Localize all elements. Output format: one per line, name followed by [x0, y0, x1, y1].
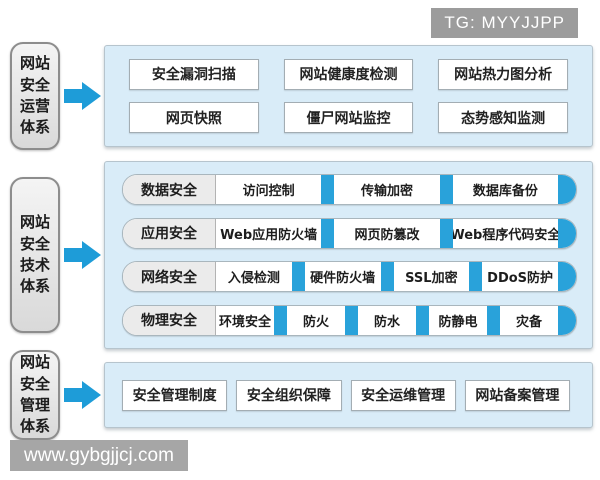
feature-button: 网站备案管理 [464, 379, 570, 411]
label-line: 安全 [19, 374, 50, 393]
label-line: 安全 [19, 234, 50, 253]
panel-management: 安全管理制度 安全组织保障 安全运维管理 网站备案管理 [104, 362, 593, 428]
arrow-shaft [63, 248, 82, 262]
pill-divider [321, 218, 335, 248]
pill-category: 网络安全 [123, 262, 216, 292]
pill-divider [345, 305, 358, 335]
button-row: 安全管理制度 安全组织保障 安全运维管理 网站备案管理 [105, 379, 592, 411]
watermark-top-right: TG: MYYJJPP [431, 8, 578, 38]
button-row: 安全漏洞扫描 网站健康度检测 网站热力图分析 [105, 58, 592, 90]
label-line: 网站 [19, 54, 50, 73]
arrow-head [81, 241, 101, 269]
pill-item: 访问控制 [242, 184, 295, 200]
pill-item: 防水 [373, 314, 400, 330]
label-line: 技术 [19, 256, 50, 274]
pill-divider [291, 262, 305, 292]
section-operations: 网站 安全 运营 体系 安全漏洞扫描 网站健康度检测 网站热力图分析 网页快照 … [0, 42, 600, 150]
arrow-icon [60, 42, 104, 150]
pill-divider [380, 262, 394, 292]
pill-item: 入侵检测 [227, 271, 280, 287]
label-line: 体系 [19, 118, 50, 137]
pill-item: 传输加密 [360, 184, 413, 200]
pill-item: 网页防篡改 [354, 227, 420, 243]
arrow-shaft [63, 388, 82, 402]
pill-category: 物理安全 [123, 305, 216, 335]
pill-item: 防静电 [438, 314, 478, 330]
pill-network-security: 网络安全 入侵检测 硬件防火墙 SSL加密 DDoS防护 [122, 261, 577, 293]
feature-button: 态势感知监测 [438, 102, 569, 134]
feature-button: 僵尸网站监控 [283, 102, 414, 134]
pill-divider [487, 305, 500, 335]
feature-button: 安全漏洞扫描 [129, 58, 259, 90]
pill-divider [274, 305, 287, 335]
watermark-bottom-left: www.gybgjjcj.com [10, 440, 188, 471]
panel-operations: 安全漏洞扫描 网站健康度检测 网站热力图分析 网页快照 僵尸网站监控 态势感知监… [104, 45, 593, 147]
pill-application-security: 应用安全 Web应用防火墙 网页防篡改 Web程序代码安全 [122, 217, 577, 249]
label-line: 安全 [19, 75, 50, 94]
feature-button: 安全运维管理 [350, 379, 456, 411]
pill-item: SSL加密 [405, 271, 458, 287]
arrow-shaft [63, 89, 82, 103]
pill-item: 防火 [302, 314, 329, 330]
feature-button: 网站热力图分析 [438, 58, 569, 90]
label-line: 运营 [19, 97, 50, 115]
label-line: 网站 [19, 213, 50, 232]
feature-button: 安全组织保障 [236, 379, 342, 411]
pill-divider [321, 175, 335, 205]
feature-button: 网页快照 [129, 102, 259, 134]
feature-button: 安全管理制度 [122, 379, 228, 411]
label-line: 体系 [19, 277, 50, 296]
label-line: 网站 [19, 353, 50, 372]
pill-item: 灾备 [515, 314, 542, 330]
pill-item: 硬件防火墙 [310, 271, 376, 287]
pill-data-security: 数据安全 访问控制 传输加密 数据库备份 [122, 174, 577, 206]
pill-divider [439, 218, 453, 248]
pill-end-cap [558, 262, 576, 292]
section-label-technology: 网站 安全 技术 体系 [10, 177, 60, 333]
pill-divider [416, 305, 429, 335]
arrow-icon [60, 162, 104, 348]
pill-end-cap [557, 175, 576, 205]
section-label-operations: 网站 安全 运营 体系 [10, 42, 60, 150]
section-technology: 网站 安全 技术 体系 数据安全 访问控制 传输加密 数据库备份 应用安全 We… [0, 161, 600, 349]
pill-item: 数据库备份 [472, 184, 538, 200]
button-row: 网页快照 僵尸网站监控 态势感知监测 [105, 102, 592, 134]
arrow-head [81, 82, 101, 110]
arrow-head [81, 381, 101, 409]
pill-end-cap [558, 305, 576, 335]
arrow-icon [60, 350, 104, 440]
pill-item: Web程序代码安全 [452, 227, 558, 243]
panel-technology: 数据安全 访问控制 传输加密 数据库备份 应用安全 Web应用防火墙 网页防篡改… [104, 161, 593, 349]
pill-physical-security: 物理安全 环境安全 防火 防水 防静电 灾备 [122, 304, 577, 336]
feature-button: 网站健康度检测 [283, 58, 414, 90]
section-label-management: 网站 安全 管理 体系 [10, 350, 60, 440]
pill-item: Web应用防火墙 [220, 227, 318, 243]
pill-item: 环境安全 [218, 314, 271, 330]
pill-divider [469, 262, 483, 292]
label-line: 体系 [19, 417, 50, 436]
pill-divider [439, 175, 453, 205]
pill-end-cap [557, 218, 576, 248]
pill-item: DDoS防护 [487, 271, 554, 287]
pill-category: 应用安全 [123, 218, 216, 248]
section-management: 网站 安全 管理 体系 安全管理制度 安全组织保障 安全运维管理 网站备案管理 [0, 350, 600, 440]
pill-category: 数据安全 [123, 175, 216, 205]
label-line: 管理 [19, 396, 50, 414]
